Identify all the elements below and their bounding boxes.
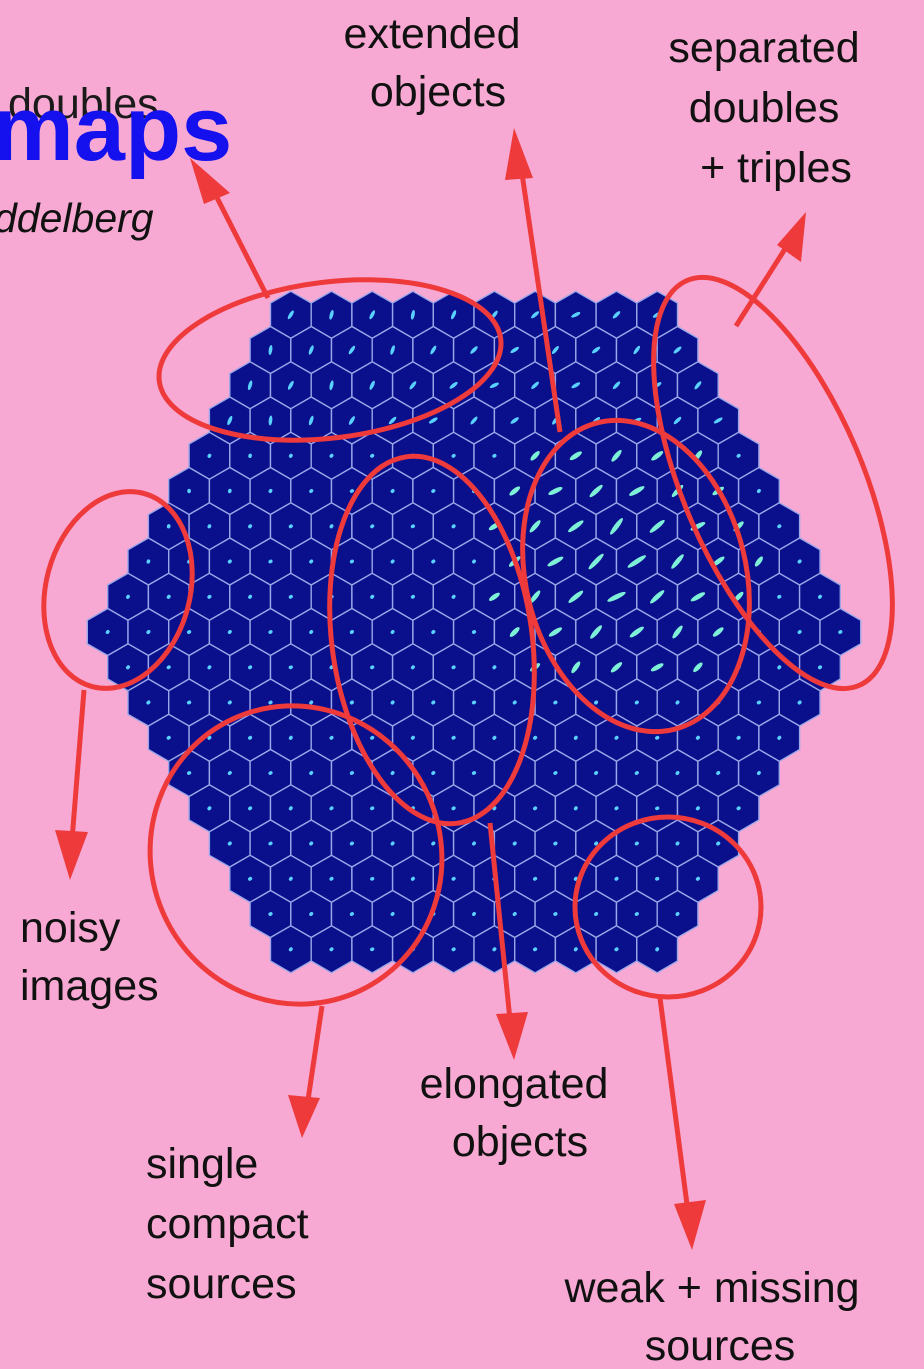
label-single-line2: compact	[146, 1200, 309, 1248]
label-single-line3: sources	[146, 1260, 297, 1308]
label-extended-line2: objects	[370, 68, 506, 116]
label-elongated-line1: elongated	[420, 1060, 609, 1108]
label-separated-line3: + triples	[700, 144, 852, 192]
label-single-line1: single	[146, 1140, 258, 1188]
label-separated-line2: doubles	[689, 84, 840, 132]
label-noisy-line1: noisy	[20, 904, 121, 952]
label-extended-line1: extended	[344, 10, 521, 58]
label-weak-line1: weak + missing	[563, 1264, 859, 1312]
page-subtitle: ddelberg	[0, 195, 154, 241]
label-elongated-line2: objects	[452, 1118, 588, 1166]
label-separated-line1: separated	[668, 24, 859, 72]
label-weak-line2: sources	[645, 1322, 796, 1369]
label-noisy-line2: images	[20, 962, 159, 1010]
